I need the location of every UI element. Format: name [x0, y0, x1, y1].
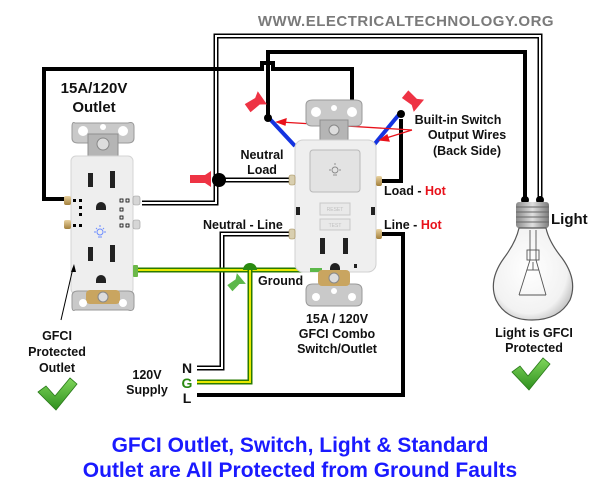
outlet-rating-label: 15A/120V: [61, 80, 128, 97]
terminal-screw: [64, 196, 71, 205]
ground-wire: [138, 263, 318, 385]
outlet-status-3: Outlet: [39, 361, 76, 375]
neutral-wire-to-outlet: [142, 178, 219, 206]
line-hot-label: Line - Hot: [384, 218, 442, 232]
check-icon: [511, 357, 551, 391]
gfci-rating-label: 15A / 120V: [306, 312, 369, 326]
switch-wires-note-1: Built-in Switch: [415, 113, 502, 127]
outlet-status-1: GFCI: [42, 329, 72, 343]
caption-line-1: GFCI Outlet, Switch, Light & Standard: [112, 434, 489, 457]
line-hot-terminal: [376, 229, 382, 239]
outlet-pointer-line: [60, 267, 74, 321]
wire-nut-icon: [401, 90, 425, 112]
switch-wire-left: [266, 115, 297, 148]
junction-dot: [264, 114, 272, 122]
ground-junction: [243, 263, 257, 270]
light-status-2: Protected: [505, 341, 563, 355]
outlet-status-2: Protected: [28, 345, 86, 359]
standard-outlet: [64, 122, 141, 311]
supply-ground-label: G: [182, 375, 193, 391]
outlet-title-label: Outlet: [72, 99, 115, 116]
load-hot-suffix: Hot: [425, 184, 447, 198]
load-hot-wire: [378, 119, 403, 183]
wire-nut-icon: [190, 171, 211, 187]
neutral-load-label-2: Load: [247, 163, 277, 177]
light-bulb-icon: [94, 225, 106, 238]
supply-line-label: L: [183, 390, 192, 406]
check-icon: [37, 377, 78, 411]
neutral-load-label-1: Neutral: [240, 148, 283, 162]
test-button[interactable]: [319, 218, 351, 231]
light-bulb-icon: [329, 163, 341, 176]
reset-button[interactable]: [319, 202, 351, 216]
load-hot-prefix: Load -: [384, 184, 425, 198]
ground-terminal: [310, 268, 322, 272]
ground-screw: [133, 265, 138, 277]
site-url: WWW.ELECTRICALTECHNOLOGY.ORG: [258, 13, 554, 30]
outlet-pointer-arrowhead: [71, 264, 76, 272]
reset-label: RESET: [327, 207, 344, 213]
gfci-model-label: Switch/Outlet: [297, 342, 378, 356]
line-hot-suffix: Hot: [421, 218, 443, 232]
switch-wires-note-3: (Back Side): [433, 144, 501, 158]
supply-label-1: 120V: [132, 368, 162, 382]
test-label: TEST: [329, 223, 342, 229]
light-label: Light: [551, 211, 588, 228]
switch-wires-note-2: Output Wires: [428, 128, 506, 142]
outlet-hot-wire: [42, 61, 354, 201]
light-bulb: [492, 196, 574, 321]
gfci-combo-device: RESET TEST: [288, 99, 382, 307]
line-hot-wire: [197, 232, 405, 397]
line-hot-prefix: Line -: [384, 218, 421, 232]
junction-dot: [397, 110, 405, 118]
neutral-wire-to-light: [213, 33, 543, 200]
terminal-screw: [132, 219, 141, 230]
wire-nut-icon: [244, 91, 267, 113]
gfci-type-label: GFCI Combo: [299, 327, 376, 341]
light-status-1: Light is GFCI: [495, 326, 573, 340]
junction-dot: [212, 173, 226, 187]
ground-wire-nut-icon: [227, 273, 246, 292]
supply-label-2: Supply: [126, 383, 168, 397]
load-hot-terminal: [376, 176, 382, 186]
neutral-load-terminal: [288, 174, 296, 186]
neutral-line-terminal: [288, 228, 296, 240]
terminal-screw: [132, 195, 141, 206]
caption-line-2: Outlet are All Protected from Ground Fau…: [83, 459, 517, 482]
light-hot-wire: [266, 50, 527, 200]
ground-label: Ground: [258, 274, 303, 288]
neutral-line-label: Neutral - Line: [203, 218, 283, 232]
terminal-screw: [64, 220, 71, 229]
load-hot-label: Load - Hot: [384, 184, 447, 198]
neutral-line-wire: [197, 231, 291, 371]
supply-neutral-label: N: [182, 360, 192, 376]
